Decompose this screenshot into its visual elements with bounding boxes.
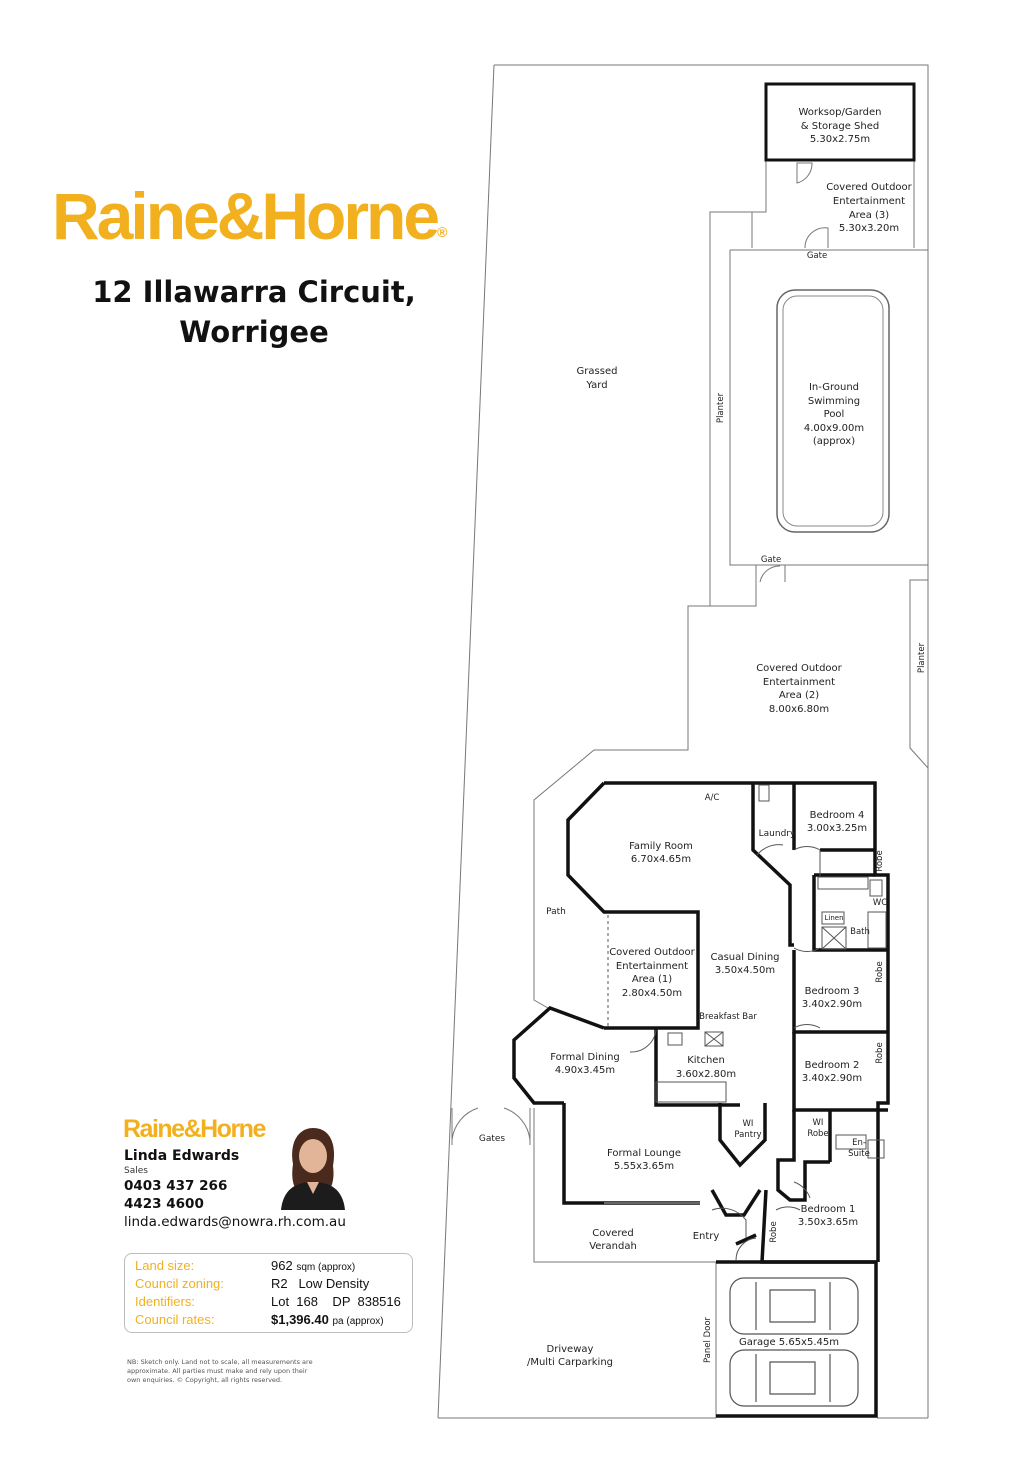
council-zoning-value: R2 Low Density — [271, 1276, 370, 1291]
property-info-box: Land size: 962 sqm (approx) Council zoni… — [124, 1253, 413, 1333]
outdoor3-size: 5.30x3.20m — [839, 223, 899, 234]
identifiers-label: Identifiers: — [135, 1294, 195, 1309]
agent-name: Linda Edwards — [124, 1148, 240, 1164]
planter-right-label: Planter — [917, 642, 927, 673]
casual-dining-label: Casual Dining — [710, 952, 779, 963]
identifiers-value: Lot 168 DP 838516 — [271, 1294, 401, 1309]
wi-robe-label-2: Robe — [807, 1129, 828, 1139]
wi-pantry-label: WI — [743, 1119, 754, 1129]
ensuite-label-2: Suite — [848, 1149, 870, 1159]
panel-door-label: Panel Door — [703, 1316, 713, 1363]
driveway-label: Driveway — [547, 1344, 594, 1355]
council-zoning-label: Council zoning: — [135, 1276, 224, 1291]
yard-label-2: Yard — [585, 380, 607, 391]
path-label: Path — [546, 907, 566, 917]
outdoor3-label-3: Area (3) — [849, 210, 889, 221]
bedroom3-size: 3.40x2.90m — [802, 999, 862, 1010]
outdoor2-size: 8.00x6.80m — [769, 704, 829, 715]
family-room-size: 6.70x4.65m — [631, 854, 691, 865]
agent-photo — [277, 1120, 349, 1210]
disclaimer-note: NB: Sketch only. Land not to scale, all … — [127, 1358, 313, 1384]
gate-top-label: Gate — [807, 251, 827, 261]
agent-email: linda.edwards@nowra.rh.com.au — [124, 1214, 346, 1230]
raine-horne-logo-small: Raine&Horne — [123, 1115, 266, 1143]
verandah-label-2: Verandah — [589, 1241, 637, 1252]
family-room-label: Family Room — [629, 841, 693, 852]
linen-label: Linen — [824, 914, 843, 922]
outdoor2-label-3: Area (2) — [779, 690, 819, 701]
bedroom2-robe-label: Robe — [875, 1042, 885, 1063]
outdoor1-size: 2.80x4.50m — [622, 988, 682, 999]
council-rates-value: $1,396.40 pa (approx) — [271, 1312, 384, 1327]
bedroom1-robe-label: Robe — [769, 1221, 779, 1242]
raine-horne-logo: Raine&Horne® — [52, 179, 448, 253]
outdoor3-label-2: Entertainment — [833, 196, 905, 207]
shed-label: Worksop/Garden — [798, 107, 881, 118]
laundry-label: Laundry — [759, 829, 796, 839]
formal-dining-size: 4.90x3.45m — [555, 1065, 615, 1076]
outdoor1-label: Covered Outdoor — [609, 947, 695, 958]
verandah-label: Covered — [592, 1228, 634, 1239]
agent-phone: 4423 4600 — [124, 1196, 204, 1212]
wc-label: WC — [873, 898, 887, 908]
bedroom1-size: 3.50x3.65m — [798, 1217, 858, 1228]
bedroom4-robe-label: Robe — [875, 850, 885, 871]
driveway-label-2: /Multi Carparking — [527, 1357, 613, 1368]
address-line-1: 12 Illawarra Circuit, — [92, 275, 416, 309]
bath-label: Bath — [850, 927, 870, 937]
pool-label-3: Pool — [824, 409, 845, 420]
wi-robe-label: WI — [813, 1118, 824, 1128]
outdoor3-label: Covered Outdoor — [826, 182, 912, 193]
pool-label-2: Swimming — [808, 396, 860, 407]
pool-size: 4.00x9.00m — [804, 423, 864, 434]
council-rates-label: Council rates: — [135, 1312, 215, 1327]
ensuite-label: En- — [852, 1138, 866, 1148]
entry-label: Entry — [693, 1231, 720, 1242]
kitchen-label: Kitchen — [687, 1055, 725, 1066]
garage-label: Garage 5.65x5.45m — [739, 1337, 839, 1348]
shed-label-2: & Storage Shed — [801, 121, 879, 132]
formal-dining-label: Formal Dining — [550, 1052, 620, 1063]
bedroom4-size: 3.00x3.25m — [807, 823, 867, 834]
yard-label: Grassed — [577, 366, 618, 377]
outdoor2-label: Covered Outdoor — [756, 663, 842, 674]
bedroom1-label: Bedroom 1 — [801, 1204, 856, 1215]
shed-size: 5.30x2.75m — [810, 134, 870, 145]
bedroom3-robe-label: Robe — [875, 961, 885, 982]
bedroom2-label: Bedroom 2 — [805, 1060, 860, 1071]
casual-dining-size: 3.50x4.50m — [715, 965, 775, 976]
bedroom2-size: 3.40x2.90m — [802, 1073, 862, 1084]
land-size-label: Land size: — [135, 1258, 195, 1273]
bedroom4-label: Bedroom 4 — [810, 810, 865, 821]
outdoor2-label-2: Entertainment — [763, 677, 835, 688]
land-size-value: 962 sqm (approx) — [271, 1258, 356, 1273]
bedroom3-label: Bedroom 3 — [805, 986, 860, 997]
address-line-2: Worrigee — [179, 315, 329, 349]
ac-label: A/C — [705, 793, 720, 803]
breakfast-bar-label: Breakfast Bar — [699, 1012, 757, 1022]
planter-left-label: Planter — [716, 392, 726, 423]
formal-lounge-size: 5.55x3.65m — [614, 1161, 674, 1172]
agent-role: Sales — [124, 1166, 148, 1176]
outdoor1-label-3: Area (1) — [632, 974, 672, 985]
outdoor1-label-2: Entertainment — [616, 961, 688, 972]
gate-mid-label: Gate — [761, 555, 781, 565]
agent-mobile: 0403 437 266 — [124, 1178, 228, 1194]
gates-label: Gates — [479, 1134, 506, 1144]
pool-approx: (approx) — [813, 436, 855, 447]
wi-pantry-label-2: Pantry — [734, 1130, 761, 1140]
pool-label: In-Ground — [809, 382, 859, 393]
kitchen-size: 3.60x2.80m — [676, 1069, 736, 1080]
formal-lounge-label: Formal Lounge — [607, 1148, 681, 1159]
